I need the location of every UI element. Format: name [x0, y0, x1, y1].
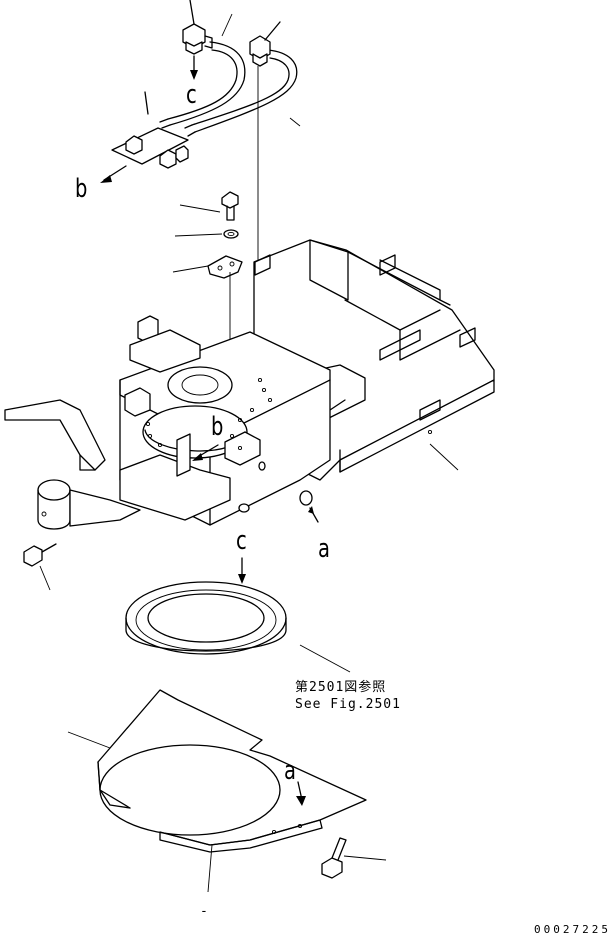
callout-letter-a-right: a — [318, 534, 330, 564]
callout-letter-b-center: b — [211, 412, 224, 442]
callout-letter-b-left: b — [75, 174, 88, 204]
image-id: 00027225 — [534, 923, 610, 936]
under-cover — [67, 689, 367, 893]
fitting-bracket — [111, 91, 189, 169]
callout-letter-c-lower: c — [236, 526, 247, 556]
bottom-dash: - — [200, 904, 209, 919]
hose-assembly — [159, 41, 298, 137]
reference-note-japanese: 第2501図参照 — [295, 680, 387, 695]
clamp-plate — [172, 255, 243, 279]
elbow-fitting-right — [249, 21, 281, 67]
bolt — [179, 191, 239, 221]
swing-circle — [125, 557, 351, 673]
washer — [174, 229, 239, 239]
revolving-frame — [4, 239, 495, 591]
cover-bolt — [321, 837, 387, 879]
callout-letter-c-top: c — [186, 80, 197, 110]
reference-note-english: See Fig.2501 — [295, 697, 401, 712]
plug-fitting-a — [299, 490, 319, 523]
elbow-fitting-left — [182, 0, 213, 55]
callout-letter-a-lower: a — [284, 756, 296, 786]
